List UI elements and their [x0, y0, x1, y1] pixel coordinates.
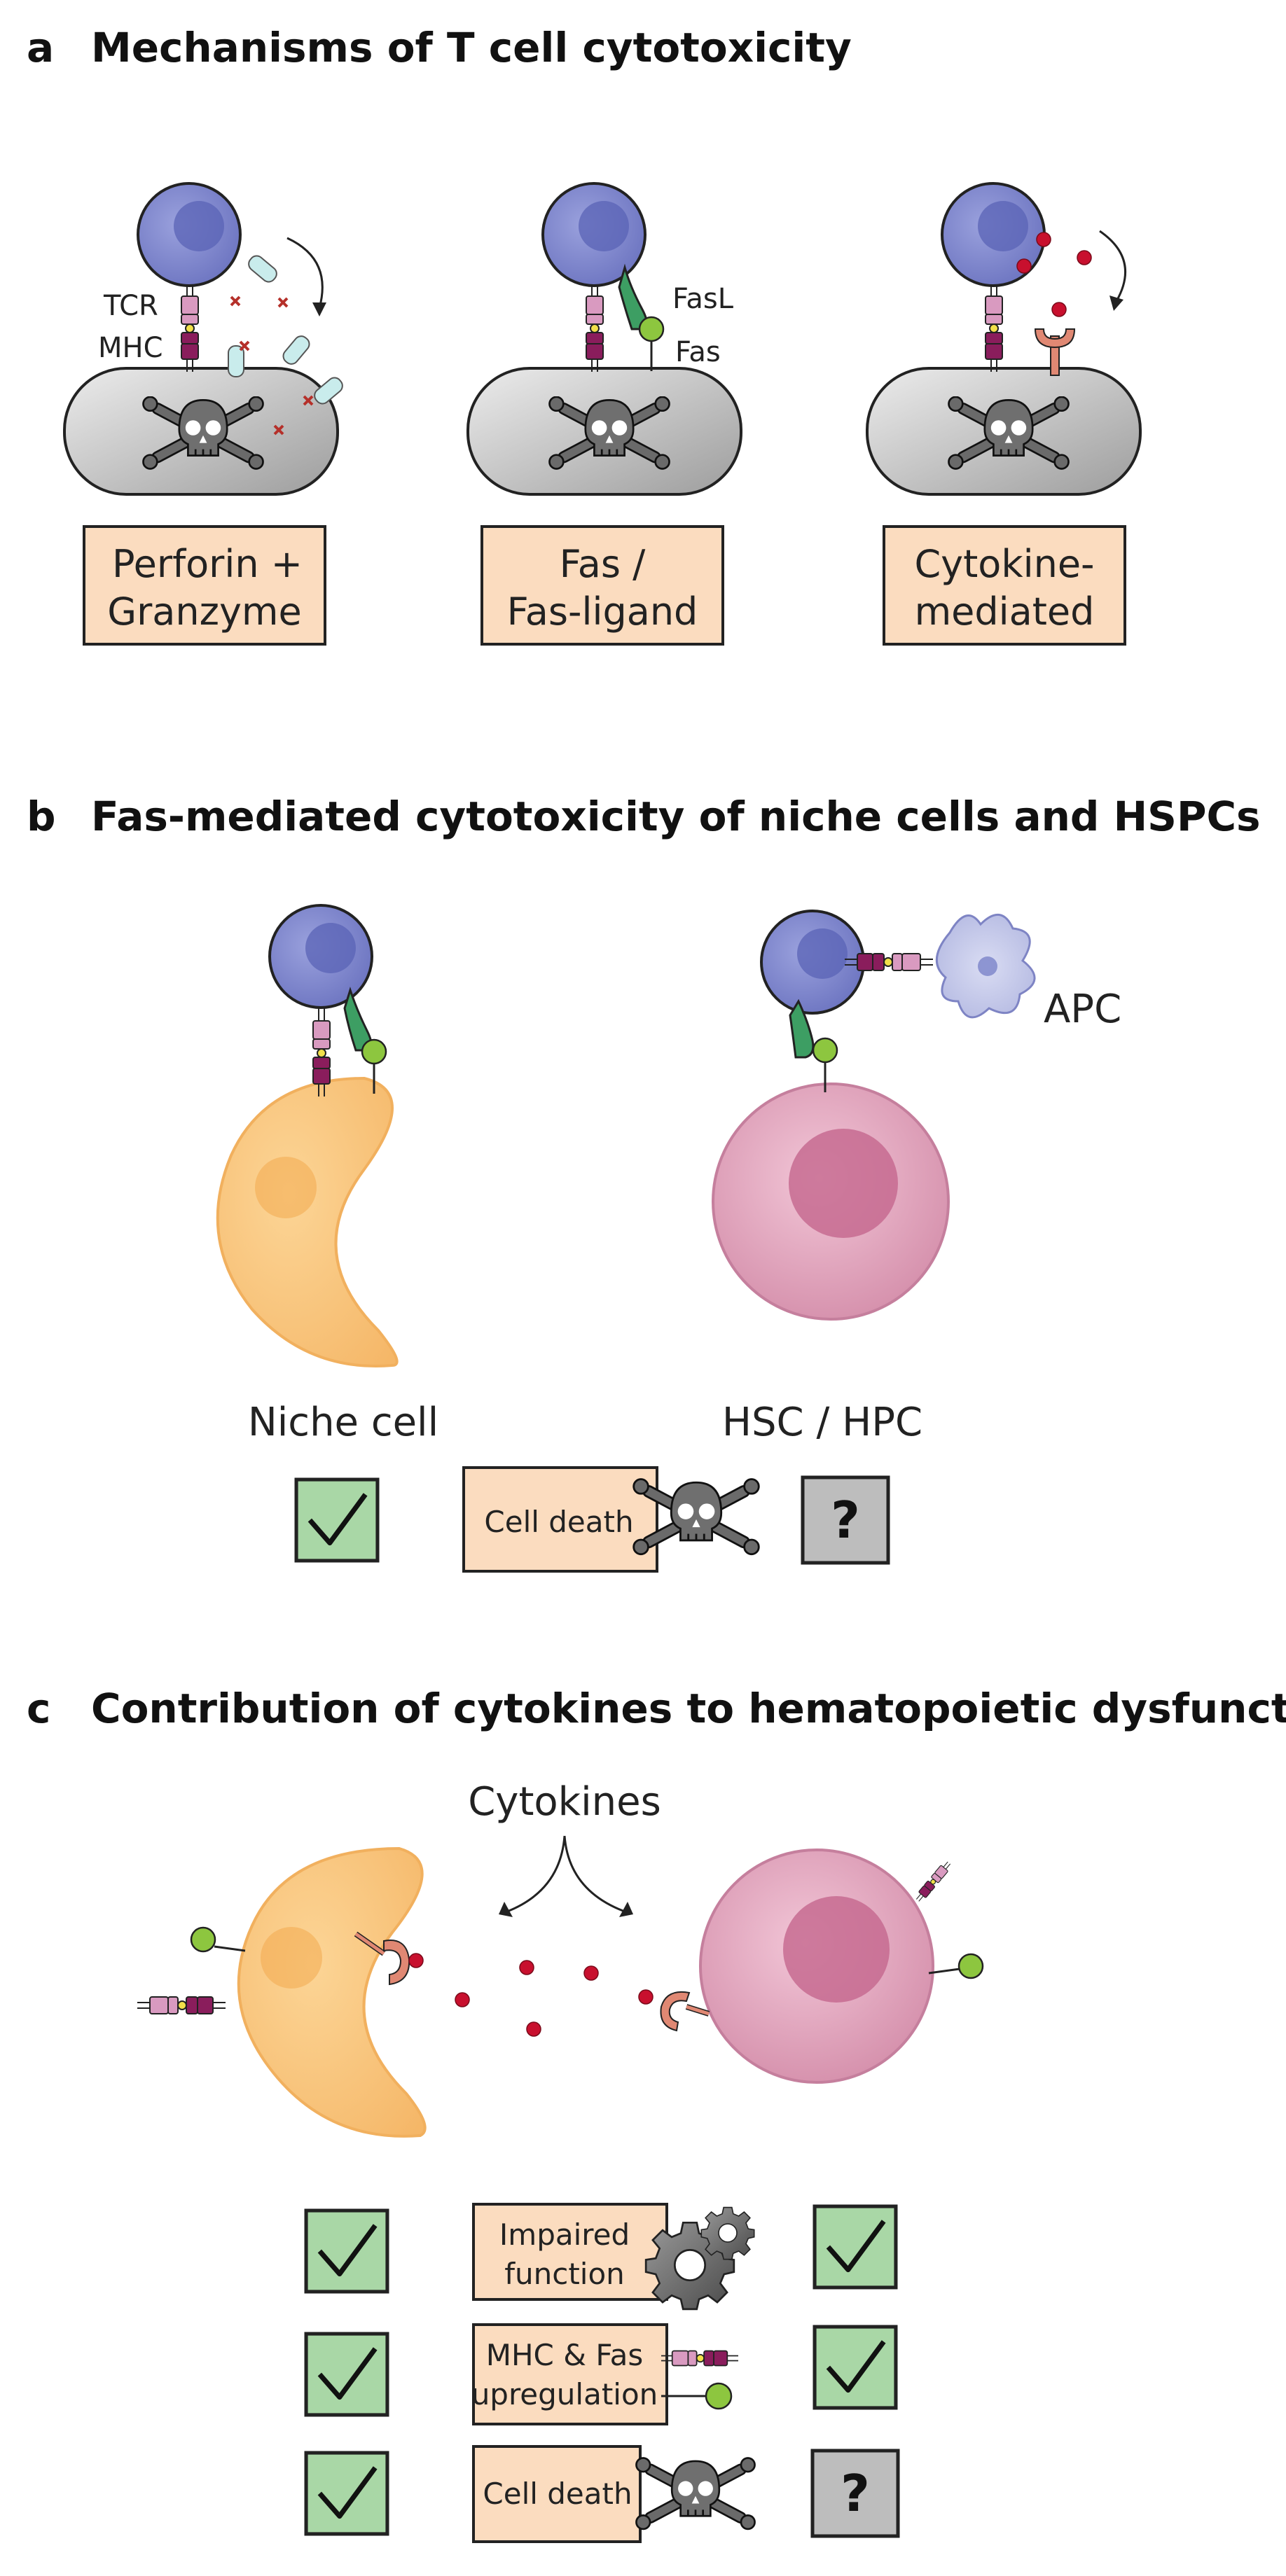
fas-label: Fas	[675, 336, 721, 368]
hsc-cell-death-unknown: ?	[801, 1475, 890, 1565]
apc-label: APC	[1044, 987, 1121, 1032]
svg-text:?: ?	[841, 2464, 870, 2523]
hsc-label: HSC / HPC	[722, 1400, 922, 1445]
cytokine-receptor-icon	[1034, 328, 1076, 376]
perforin-granzyme-diagram: TCR MHC	[63, 182, 343, 496]
svg-text:Impaired: Impaired	[499, 2218, 630, 2252]
svg-text:?: ?	[831, 1491, 860, 1550]
tcr-mhc-icon	[312, 1008, 331, 1096]
svg-text:Fas-ligand: Fas-ligand	[507, 590, 698, 634]
niche-cell-death-c-check-icon	[306, 2453, 387, 2534]
cytokine-icon	[408, 1953, 654, 2037]
cytokines-arrows	[506, 1835, 625, 1913]
cytokine-icon	[1016, 232, 1092, 317]
svg-text:Granzyme: Granzyme	[107, 590, 302, 634]
hsc-cell-c	[660, 1849, 984, 2084]
niche-impaired-function-check-icon	[306, 2211, 387, 2292]
svg-text:mediated: mediated	[915, 590, 1095, 634]
tcr-mhc-icon	[586, 284, 604, 372]
box-cell-death-c: Cell death	[472, 2445, 642, 2543]
fasl-label: FasL	[672, 283, 734, 315]
mhc-icon	[137, 1996, 226, 2014]
tcr-mhc-icon	[181, 284, 199, 372]
gear-small-icon	[700, 2206, 755, 2260]
hsc-impaired-function-check-icon	[815, 2206, 896, 2288]
panel-b-title: Fas-mediated cytotoxicity of niche cells…	[91, 793, 1261, 840]
hsc-diagram: APC	[712, 910, 1121, 1321]
niche-cell	[216, 1076, 399, 1367]
box-cell-death-b: Cell death	[462, 1466, 658, 1573]
box-mhc-fas-upregulation: MHC & Fas upregulation	[471, 2323, 668, 2425]
svg-text:Perforin +: Perforin +	[112, 542, 303, 586]
skull-icon	[635, 2457, 756, 2530]
hsc-cell-death-c-unknown: ?	[810, 2449, 900, 2538]
arrow-icon	[286, 237, 324, 309]
fas-ligand-icon	[789, 998, 815, 1059]
cytokine-receptor-icon	[660, 1991, 710, 2032]
cytokines-label: Cytokines	[468, 1779, 661, 1825]
svg-text:function: function	[504, 2257, 625, 2291]
mhc-icon	[661, 2350, 738, 2367]
fas-icon	[190, 1926, 246, 1953]
svg-text:upregulation: upregulation	[471, 2377, 658, 2411]
svg-text:MHC & Fas: MHC & Fas	[486, 2338, 644, 2372]
tcr-label: TCR	[103, 290, 158, 322]
svg-text:Fas /: Fas /	[560, 542, 646, 586]
hsc-mhc-fas-check-icon	[815, 2327, 896, 2408]
niche-cell-nucleus	[255, 1157, 317, 1218]
perforin-icon	[228, 255, 343, 405]
box-perforin-granzyme: Perforin + Granzyme	[83, 525, 326, 646]
cytokine-mediated-diagram	[866, 182, 1142, 496]
fas-icon	[928, 1953, 984, 1979]
cytokine-receptor-icon	[354, 1931, 410, 1986]
niche-cell-diagram	[216, 904, 399, 1367]
fas-fasl-diagram: FasL Fas	[466, 182, 742, 496]
niche-cell-label: Niche cell	[248, 1400, 438, 1445]
niche-cell-death-check-icon	[296, 1480, 378, 1561]
hsc-nucleus	[789, 1129, 898, 1238]
panel-b-letter: b	[27, 793, 56, 840]
box-cytokine-mediated: Cytokine- mediated	[883, 525, 1126, 646]
mhc-icon	[913, 1859, 954, 1905]
t-cell-nucleus	[174, 201, 224, 251]
svg-text:Cell death: Cell death	[483, 2477, 632, 2511]
fas-icon	[661, 2382, 733, 2410]
svg-text:Cytokine-: Cytokine-	[914, 542, 1094, 586]
box-fas-fasl: Fas / Fas-ligand	[480, 525, 724, 646]
svg-text:Cell death: Cell death	[484, 1505, 633, 1539]
niche-cell-c	[137, 1846, 427, 2138]
fas-icon	[638, 316, 665, 371]
granzyme-icon	[230, 295, 314, 436]
panel-c-title: Contribution of cytokines to hematopoiet…	[91, 1685, 1286, 1732]
panel-a-title: Mechanisms of T cell cytotoxicity	[91, 24, 852, 71]
mhc-label: MHC	[98, 332, 163, 364]
panel-a-letter: a	[27, 24, 54, 71]
niche-mhc-fas-check-icon	[306, 2334, 387, 2415]
box-impaired-function: Impaired function	[472, 2203, 668, 2301]
panel-c-letter: c	[27, 1685, 50, 1732]
tcr-mhc-icon	[845, 953, 933, 971]
tcr-mhc-icon	[985, 284, 1003, 372]
